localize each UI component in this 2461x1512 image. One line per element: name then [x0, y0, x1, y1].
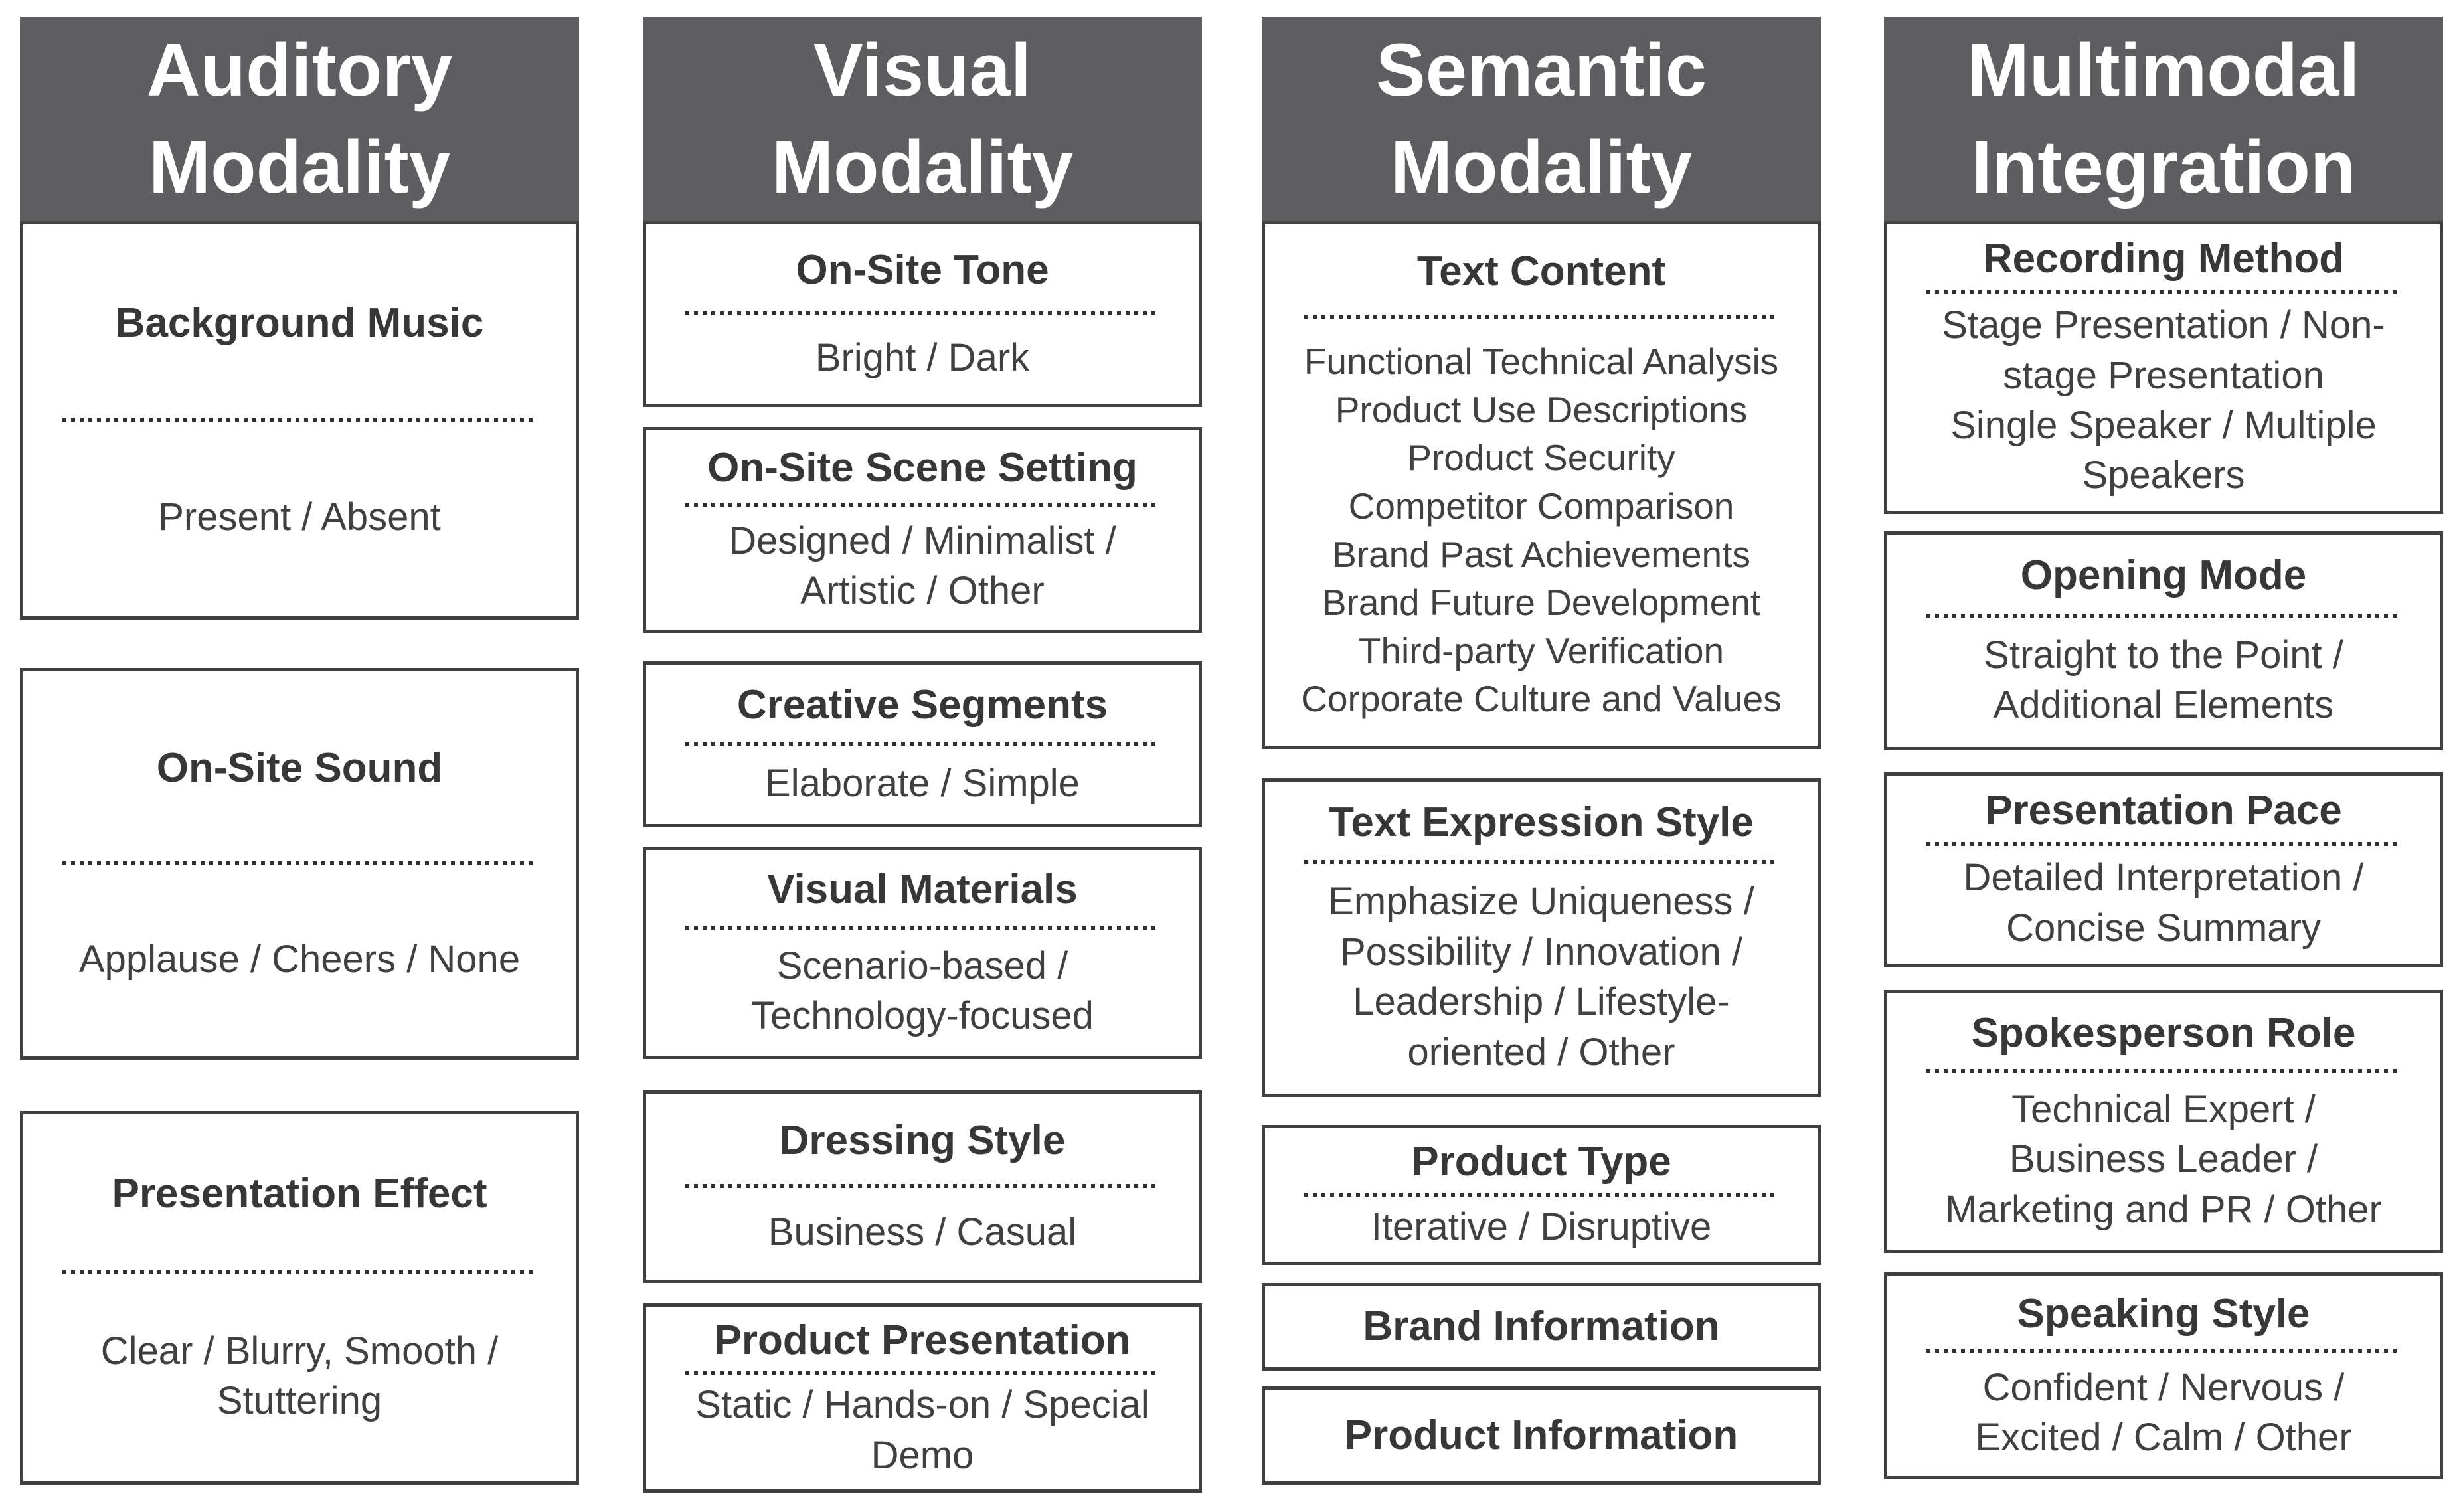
box-on-site-sound: On-Site Sound Applause / Cheers / None — [20, 668, 579, 1060]
column-auditory-modality: Auditory Modality Background Music Prese… — [20, 17, 579, 1485]
box-title: Visual Materials — [767, 866, 1078, 912]
box-title: Presentation Effect — [112, 1171, 487, 1217]
box-options: Scenario-based / Technology-focused — [751, 944, 1094, 1037]
box-recording-method: Recording Method Stage Presentation / No… — [1884, 221, 2443, 514]
box-options: Confident / Nervous / Excited / Calm / O… — [1975, 1365, 2352, 1459]
dotted-divider — [1304, 1192, 1779, 1197]
box-options: Stage Presentation / Non- stage Presenta… — [1942, 303, 2385, 497]
dotted-divider — [1926, 842, 2401, 847]
box-title: Product Type — [1411, 1139, 1671, 1185]
column-visual-modality: Visual Modality On-Site Tone Bright / Da… — [643, 17, 1202, 1493]
box-options: Elaborate / Simple — [765, 761, 1080, 805]
box-visual-materials: Visual Materials Scenario-based / Techno… — [643, 847, 1202, 1059]
box-title: Brand Information — [1363, 1303, 1720, 1349]
column-header-semantic-modality: Semantic Modality — [1262, 17, 1821, 221]
box-title: On-Site Sound — [156, 745, 443, 792]
dotted-divider — [62, 1270, 537, 1275]
dotted-divider — [685, 742, 1160, 746]
dotted-divider — [1304, 315, 1779, 319]
box-dressing-style: Dressing Style Business / Casual — [643, 1090, 1202, 1283]
column-header-visual-modality: Visual Modality — [643, 17, 1202, 221]
box-title: Presentation Pace — [1985, 787, 2342, 833]
box-options: Straight to the Point / Additional Eleme… — [1984, 633, 2343, 727]
box-title: Product Presentation — [714, 1317, 1131, 1363]
box-title: Recording Method — [1982, 236, 2345, 282]
dotted-divider — [685, 925, 1160, 930]
box-title: Background Music — [115, 299, 484, 346]
box-options: Technical Expert / Business Leader / Mar… — [1945, 1087, 2382, 1231]
box-on-site-tone: On-Site Tone Bright / Dark — [643, 221, 1202, 407]
box-presentation-effect: Presentation Effect Clear / Blurry, Smoo… — [20, 1111, 579, 1485]
column-header-multimodal-integration: Multimodal Integration — [1884, 17, 2443, 221]
dotted-divider — [1304, 860, 1779, 865]
box-options: Detailed Interpretation / Concise Summar… — [1963, 856, 2364, 950]
box-title: Spokesperson Role — [1971, 1009, 2356, 1056]
dotted-divider — [1926, 1069, 2401, 1074]
box-options: Bright / Dark — [815, 336, 1030, 380]
box-spokesperson-role: Spokesperson Role Technical Expert / Bus… — [1884, 990, 2443, 1253]
box-product-type: Product Type Iterative / Disruptive — [1262, 1125, 1821, 1265]
box-title: Text Expression Style — [1329, 799, 1754, 845]
box-brand-information: Brand Information — [1262, 1283, 1821, 1371]
box-title: Dressing Style — [779, 1118, 1066, 1164]
box-on-site-scene-setting: On-Site Scene Setting Designed / Minimal… — [643, 427, 1202, 633]
box-title: On-Site Tone — [796, 246, 1049, 293]
box-product-information: Product Information — [1262, 1386, 1821, 1485]
box-title: Opening Mode — [2020, 552, 2307, 599]
column-semantic-modality: Semantic Modality Text Content Functiona… — [1262, 17, 1821, 1485]
dotted-divider — [1926, 290, 2401, 294]
box-product-presentation: Product Presentation Static / Hands-on /… — [643, 1303, 1202, 1493]
box-options: Clear / Blurry, Smooth / Stuttering — [100, 1329, 499, 1423]
box-title: Product Information — [1344, 1412, 1739, 1458]
box-options: Static / Hands-on / Special Demo — [695, 1383, 1149, 1477]
box-options: Business / Casual — [768, 1210, 1077, 1254]
box-text-content: Text Content Functional Technical Analys… — [1262, 221, 1821, 749]
column-multimodal-integration: Multimodal Integration Recording Method … — [1884, 17, 2443, 1479]
box-options: Applause / Cheers / None — [78, 937, 521, 981]
dotted-divider — [685, 502, 1160, 507]
dotted-divider — [62, 418, 537, 422]
dotted-divider — [685, 1371, 1160, 1375]
box-options: Designed / Minimalist / Artistic / Other — [728, 519, 1116, 613]
box-options: Functional Technical Analysis Product Us… — [1301, 341, 1782, 720]
dotted-divider — [62, 861, 537, 866]
box-title: On-Site Scene Setting — [707, 445, 1138, 491]
box-background-music: Background Music Present / Absent — [20, 221, 579, 620]
box-options: Present / Absent — [158, 495, 441, 539]
box-creative-segments: Creative Segments Elaborate / Simple — [643, 661, 1202, 827]
box-options: Iterative / Disruptive — [1371, 1205, 1712, 1249]
box-text-expression-style: Text Expression Style Emphasize Uniquene… — [1262, 778, 1821, 1097]
box-options: Emphasize Uniqueness / Possibility / Inn… — [1328, 880, 1754, 1074]
box-opening-mode: Opening Mode Straight to the Point / Add… — [1884, 531, 2443, 750]
dotted-divider — [685, 311, 1160, 316]
dotted-divider — [685, 1184, 1160, 1189]
column-header-auditory-modality: Auditory Modality — [20, 17, 579, 221]
box-title: Speaking Style — [2017, 1290, 2310, 1337]
dotted-divider — [1926, 613, 2401, 618]
box-title: Text Content — [1416, 248, 1666, 294]
box-presentation-pace: Presentation Pace Detailed Interpretatio… — [1884, 772, 2443, 967]
box-title: Creative Segments — [736, 682, 1108, 728]
box-speaking-style: Speaking Style Confident / Nervous / Exc… — [1884, 1272, 2443, 1479]
dotted-divider — [1926, 1348, 2401, 1353]
